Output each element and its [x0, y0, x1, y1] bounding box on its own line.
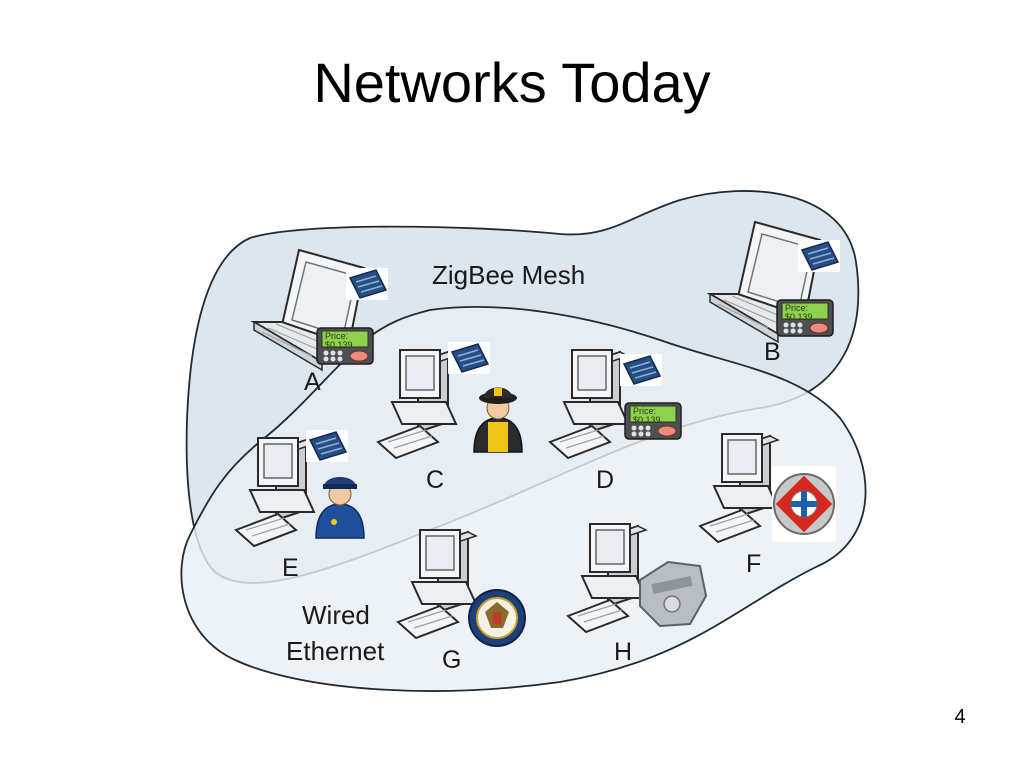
price-display-line2: $0.139	[633, 415, 661, 425]
price-display-line1: Price:	[325, 331, 348, 341]
price-display-icon: Price: $0.139	[776, 299, 834, 337]
zigbee-module-icon	[305, 429, 349, 463]
zigbee-module-icon	[797, 239, 841, 273]
zigbee-mesh-label: ZigBee Mesh	[432, 260, 585, 290]
zigbee-module-icon	[447, 341, 491, 375]
node-a: Price: $0.139 A	[253, 249, 389, 396]
price-display-icon: Price: $0.139	[316, 327, 374, 365]
wired-ethernet-label-line1: Wired	[302, 600, 370, 630]
firefighter-icon	[473, 387, 523, 453]
node-h: H	[567, 523, 708, 666]
node-e: E	[235, 429, 365, 582]
node-label-d: D	[596, 466, 614, 494]
price-display-line1: Price:	[785, 303, 808, 313]
fire-rescue-emblem-icon	[772, 466, 836, 542]
wired-ethernet-label-line2: Ethernet	[286, 636, 385, 666]
node-c: C	[377, 341, 523, 494]
node-b: Price: $0.139 B	[709, 221, 841, 366]
node-d: Price: $0.139 D	[549, 349, 682, 494]
node-label-b: B	[764, 338, 781, 366]
zigbee-module-icon	[345, 267, 389, 301]
page-number: 4	[954, 706, 966, 728]
node-label-g: G	[442, 646, 461, 674]
node-label-h: H	[614, 638, 632, 666]
node-f: F	[699, 433, 836, 578]
zigbee-module-icon	[619, 353, 663, 387]
price-display-line2: $0.139	[325, 340, 353, 350]
slide-title: Networks Today	[313, 51, 711, 114]
police-badge-icon	[639, 560, 708, 628]
price-display-line2: $0.139	[785, 312, 813, 322]
government-seal-icon	[468, 589, 526, 647]
node-label-c: C	[426, 466, 444, 494]
node-label-e: E	[282, 554, 299, 582]
node-g: G	[397, 529, 526, 674]
node-label-a: A	[304, 368, 321, 396]
price-display-line1: Price:	[633, 406, 656, 416]
node-label-f: F	[746, 550, 761, 578]
price-display-icon: Price: $0.139	[624, 402, 682, 440]
police-officer-icon	[315, 477, 365, 539]
